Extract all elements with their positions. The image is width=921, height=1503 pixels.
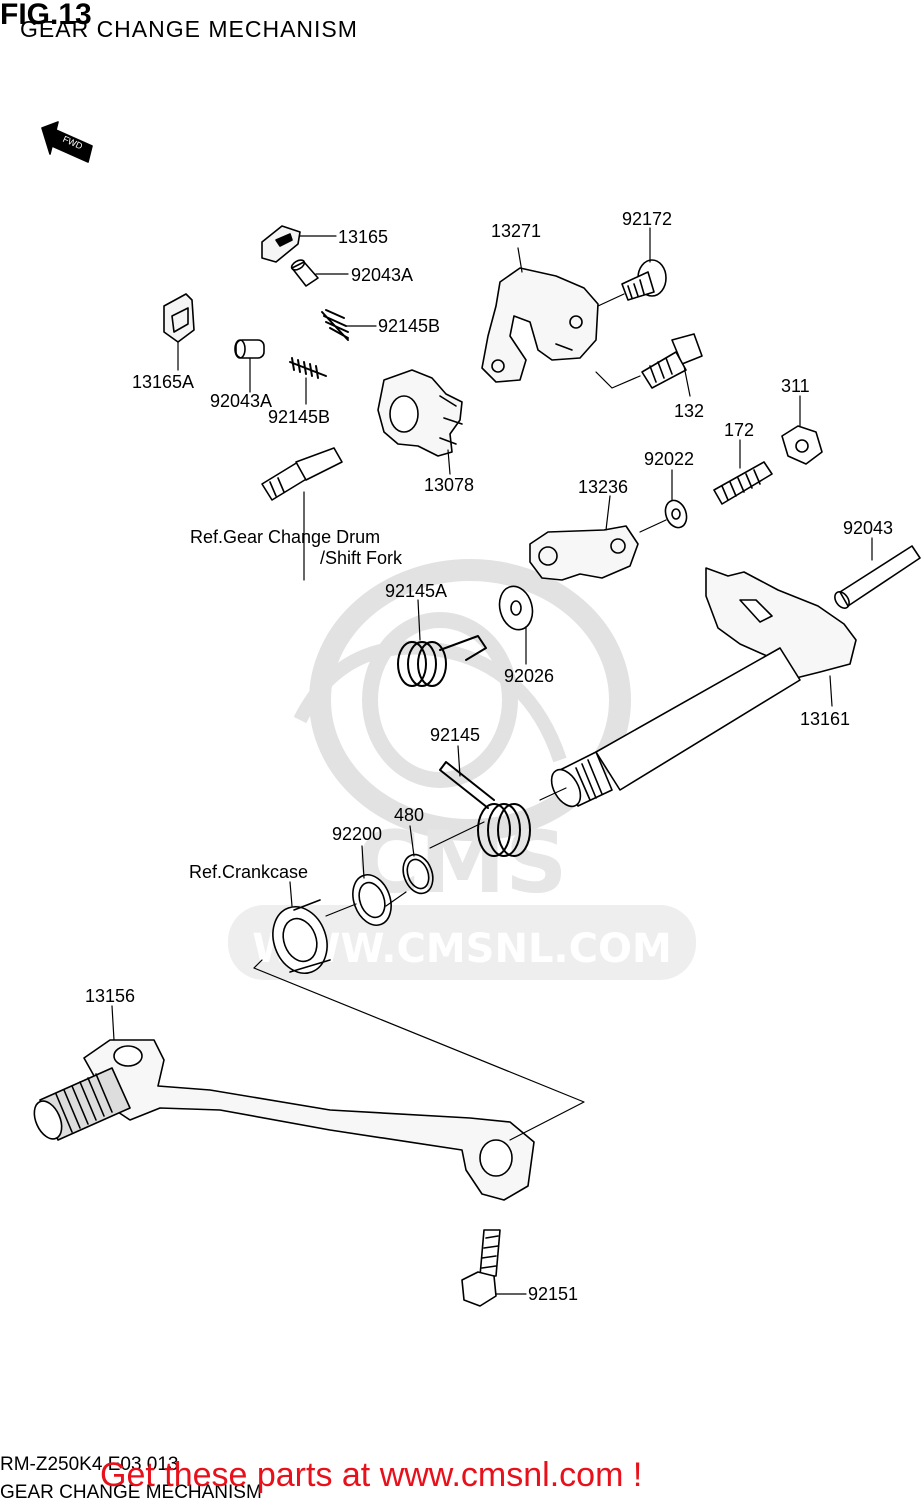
part-oil-seal (272, 899, 331, 974)
part-172-stud (713, 461, 773, 505)
part-13236-lever (529, 525, 639, 581)
part-92145B-spring-left (289, 357, 327, 379)
label-92145B-left: 92145B (268, 407, 331, 427)
part-92145B-spring-top (321, 309, 349, 341)
part-13156-shift-pedal (33, 1039, 535, 1201)
part-13078-gear (377, 369, 463, 457)
label-92145B-top: 92145B (378, 316, 441, 336)
part-13165A-clip (163, 293, 195, 343)
label-92145: 92145 (430, 725, 481, 745)
part-92200-washer (352, 874, 392, 926)
part-13165-clip (261, 225, 301, 263)
label-13271: 13271 (491, 221, 542, 241)
part-13161-shift-shaft (550, 567, 857, 808)
part-92026-washer (498, 585, 534, 631)
ref-crankcase: Ref.Crankcase (189, 862, 309, 882)
label-480: 480 (394, 805, 425, 825)
label-92200: 92200 (332, 824, 383, 844)
label-92022: 92022 (644, 449, 695, 469)
label-92043A-top: 92043A (351, 265, 414, 285)
footer-cta-link[interactable]: Get these parts at www.cmsnl.com ! (100, 1456, 643, 1494)
ref-gear-change-drum: Ref.Gear Change Drum (190, 527, 381, 547)
part-92022-washer (664, 499, 688, 529)
part-92145A-spring (397, 635, 487, 687)
part-92043A-pin-left (234, 339, 265, 359)
part-132-bolt (641, 333, 703, 389)
label-172: 172 (724, 420, 755, 440)
label-13161: 13161 (800, 709, 851, 729)
label-13165A: 13165A (132, 372, 195, 392)
part-92043-pin (834, 545, 921, 609)
part-92172-screw (621, 259, 667, 301)
part-480-circlip (402, 853, 434, 895)
figure-subtitle: GEAR CHANGE MECHANISM (20, 16, 358, 42)
figure-title: FIG.13 (0, 0, 92, 31)
label-92172: 92172 (622, 209, 673, 229)
leader-lines (111, 227, 873, 1295)
fwd-arrow-icon: FWD (41, 121, 93, 163)
part-13271-plate (481, 267, 599, 383)
label-13156: 13156 (85, 986, 136, 1006)
label-92151: 92151 (528, 1284, 579, 1304)
cmsnl-watermark: CMS WWW.CMSNL.COM (228, 559, 696, 980)
footer-model-code: RM-Z250K4 E03 013 (0, 1454, 179, 1475)
watermark-brand: CMS (357, 813, 568, 913)
label-92026: 92026 (504, 666, 555, 686)
footer-section-name: GEAR CHANGE MECHANISM (0, 1482, 262, 1503)
label-13078: 13078 (424, 475, 475, 495)
label-13165: 13165 (338, 227, 389, 247)
label-92043A-left: 92043A (210, 391, 273, 411)
label-13236: 13236 (578, 477, 629, 497)
part-92145-spring (439, 761, 531, 857)
label-92145A: 92145A (385, 581, 448, 601)
part-92043A-pin-top (290, 259, 319, 287)
part-drum-pin (261, 447, 343, 501)
label-132: 132 (674, 401, 705, 421)
ref-shift-fork: /Shift Fork (320, 548, 403, 568)
part-92151-bolt (461, 1229, 501, 1307)
part-311-nut (781, 425, 823, 465)
label-92043: 92043 (843, 518, 894, 538)
label-311: 311 (781, 376, 810, 396)
